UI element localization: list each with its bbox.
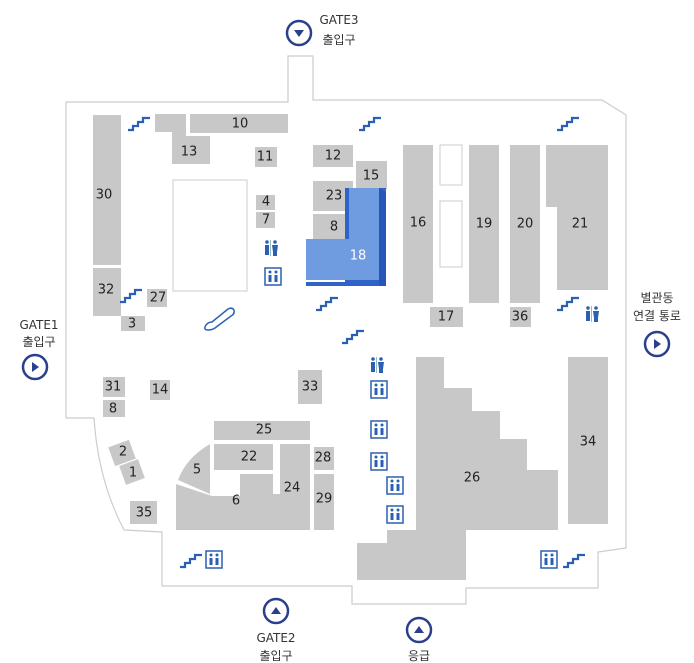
room-35[interactable]: 35 bbox=[130, 501, 157, 524]
room-24[interactable]: 24 bbox=[268, 444, 310, 530]
emergency-label: 응급 bbox=[408, 649, 430, 663]
room-15[interactable]: 15 bbox=[356, 161, 387, 189]
room-17[interactable]: 17 bbox=[430, 307, 463, 327]
room-30[interactable]: 30 bbox=[93, 115, 121, 265]
room-number-label: 14 bbox=[152, 383, 169, 398]
room-27[interactable]: 27 bbox=[147, 289, 167, 307]
room-number-label: 20 bbox=[517, 217, 534, 232]
room-number-label: 21 bbox=[572, 217, 589, 232]
room-5[interactable]: 5 bbox=[178, 444, 210, 494]
annex-passage-button[interactable] bbox=[643, 330, 671, 358]
room-36[interactable]: 36 bbox=[510, 307, 531, 327]
room-16[interactable]: 16 bbox=[403, 145, 433, 303]
room-number-label: 3 bbox=[128, 317, 136, 332]
gate3-label: GATE3 bbox=[319, 13, 358, 27]
room-number-label: 8 bbox=[109, 402, 117, 417]
room-21[interactable]: 21 bbox=[546, 145, 608, 290]
room-number-label: 16 bbox=[410, 216, 427, 231]
room-19[interactable]: 19 bbox=[469, 145, 499, 303]
room-number-label: 10 bbox=[232, 117, 249, 132]
corridor-box-upper bbox=[439, 144, 463, 186]
room-29[interactable]: 29 bbox=[314, 474, 334, 530]
room-18[interactable]: 18 bbox=[306, 188, 386, 286]
arrow-up-icon bbox=[271, 607, 281, 614]
annex-sub: 연결 통로 bbox=[633, 309, 681, 323]
room-9[interactable]: 8 bbox=[313, 214, 349, 241]
stairs-icon bbox=[120, 116, 585, 569]
annex-label: 별관동 bbox=[640, 291, 673, 305]
building-outline bbox=[65, 55, 627, 605]
room-34[interactable]: 34 bbox=[568, 357, 608, 524]
room-14[interactable]: 14 bbox=[150, 380, 170, 400]
arrow-right-icon bbox=[654, 339, 661, 349]
room-number-label: 23 bbox=[326, 189, 343, 204]
room-number-label: 2 bbox=[119, 445, 127, 460]
room-number-label: 13 bbox=[181, 145, 198, 160]
gate2-button[interactable] bbox=[262, 597, 290, 625]
room-11[interactable]: 11 bbox=[255, 147, 277, 167]
gate1-sub: 출입구 bbox=[22, 335, 55, 349]
corridor-box-lower bbox=[439, 200, 463, 268]
room-number-label: 12 bbox=[325, 149, 342, 164]
room-33[interactable]: 33 bbox=[298, 370, 322, 404]
room-number-label: 15 bbox=[363, 169, 380, 184]
room-number-label: 27 bbox=[150, 291, 167, 306]
room-22[interactable]: 22 bbox=[214, 444, 273, 470]
gate3-button[interactable] bbox=[285, 19, 313, 47]
room-4[interactable]: 4 bbox=[256, 195, 275, 211]
room-number-label: 29 bbox=[316, 492, 333, 507]
elevator-icon bbox=[205, 267, 558, 569]
room-number-label: 28 bbox=[315, 451, 332, 466]
room-number-label: 31 bbox=[105, 380, 122, 395]
restroom-icon bbox=[265, 240, 599, 373]
gate1-button[interactable] bbox=[21, 353, 49, 381]
room-number-label: 4 bbox=[262, 195, 270, 210]
room-number-label: 11 bbox=[257, 150, 274, 165]
arrow-right-icon bbox=[32, 362, 39, 372]
room-number-label: 19 bbox=[476, 217, 493, 232]
room-number-label: 7 bbox=[262, 213, 270, 228]
gate2-sub: 출입구 bbox=[259, 649, 292, 663]
arrow-up-icon bbox=[414, 626, 424, 633]
atrium-area bbox=[172, 179, 248, 292]
room-number-label: 22 bbox=[241, 450, 258, 465]
room-number-label: 32 bbox=[98, 283, 115, 298]
room-25[interactable]: 25 bbox=[214, 421, 310, 440]
room-2[interactable]: 2 bbox=[108, 439, 136, 467]
room-number-label: 26 bbox=[464, 471, 481, 486]
room-number-label: 24 bbox=[284, 481, 301, 496]
room-1[interactable]: 1 bbox=[119, 459, 145, 485]
room-26[interactable]: 26 bbox=[357, 357, 558, 580]
room-3[interactable]: 3 bbox=[121, 316, 145, 332]
gate2-label: GATE2 bbox=[256, 631, 295, 645]
room-number-label: 35 bbox=[136, 506, 153, 521]
gate1-label: GATE1 bbox=[19, 318, 58, 332]
room-6[interactable]: 6 bbox=[176, 474, 273, 530]
room-number-label: 8 bbox=[330, 220, 338, 235]
room-28[interactable]: 28 bbox=[314, 447, 334, 470]
room-12[interactable]: 12 bbox=[313, 145, 353, 167]
room-31[interactable]: 31 bbox=[103, 377, 125, 397]
room-number-label: 30 bbox=[96, 188, 113, 203]
arrow-down-icon bbox=[294, 30, 304, 37]
room-13[interactable]: 13 bbox=[155, 114, 210, 164]
room-number-label: 18 bbox=[350, 249, 367, 264]
room-32[interactable]: 32 bbox=[93, 268, 121, 316]
room-number-label: 1 bbox=[129, 466, 137, 481]
room-10[interactable]: 10 bbox=[190, 114, 288, 133]
room-number-label: 34 bbox=[580, 435, 597, 450]
gate3-sub: 출입구 bbox=[322, 33, 355, 47]
room-number-label: 6 bbox=[232, 494, 240, 509]
room-number-label: 17 bbox=[438, 310, 455, 325]
room-number-label: 5 bbox=[193, 463, 201, 478]
emergency-button[interactable] bbox=[405, 616, 433, 644]
room-20[interactable]: 20 bbox=[510, 145, 540, 303]
room-number-label: 25 bbox=[256, 423, 273, 438]
room-number-label: 33 bbox=[302, 380, 319, 395]
room-7[interactable]: 7 bbox=[256, 212, 275, 228]
room-8[interactable]: 8 bbox=[103, 400, 125, 417]
escalator-icon bbox=[204, 307, 235, 331]
room-number-label: 36 bbox=[512, 310, 529, 325]
